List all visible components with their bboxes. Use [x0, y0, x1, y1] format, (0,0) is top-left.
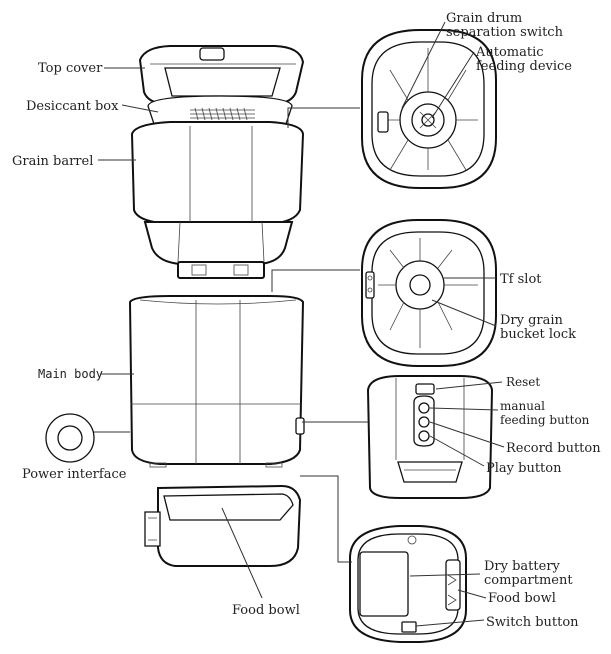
- label-manual-feeding-1: manual: [500, 399, 545, 413]
- label-dry-battery-2: compartment: [484, 573, 573, 588]
- label-dry-grain-lock-2: bucket lock: [500, 327, 576, 342]
- label-tf-slot: Tf slot: [500, 272, 542, 287]
- power-interface-part: [45, 413, 95, 463]
- main-body-part: [128, 295, 305, 468]
- label-automatic-feeding-1: Automatic: [475, 45, 544, 60]
- label-top-cover: Top cover: [38, 61, 103, 76]
- label-switch-button: Switch button: [486, 615, 579, 630]
- top-view-bottom-part: [361, 219, 497, 367]
- label-food-bowl-left: Food bowl: [232, 603, 300, 618]
- label-manual-feeding-2: feeding button: [500, 413, 590, 427]
- label-desiccant-box: Desiccant box: [26, 99, 119, 114]
- label-food-bowl-right: Food bowl: [488, 591, 556, 606]
- labels: Top cover Desiccant box Grain barrel Mai…: [12, 11, 601, 630]
- top-cover-part: [138, 45, 305, 105]
- label-main-body: Main body: [38, 367, 103, 381]
- label-reset: Reset: [506, 375, 540, 389]
- label-dry-battery-1: Dry battery: [484, 559, 561, 574]
- label-power-interface: Power interface: [22, 467, 127, 482]
- label-grain-drum-switch-1: Grain drum: [446, 11, 522, 26]
- label-automatic-feeding-2: feeding device: [476, 59, 572, 74]
- leader-lines: [94, 21, 505, 627]
- food-bowl-left-part: [144, 484, 302, 567]
- label-grain-drum-switch-2: separation switch: [446, 25, 564, 40]
- back-view-buttons-part: [366, 375, 494, 499]
- desiccant-box-part: [147, 95, 293, 125]
- grain-barrel-part: [130, 121, 305, 279]
- label-dry-grain-lock-1: Dry grain: [500, 313, 564, 328]
- label-grain-barrel: Grain barrel: [12, 154, 93, 169]
- label-record-button: Record button: [506, 441, 601, 456]
- label-play-button: Play button: [486, 461, 562, 476]
- bottom-view-battery-part: [349, 525, 467, 643]
